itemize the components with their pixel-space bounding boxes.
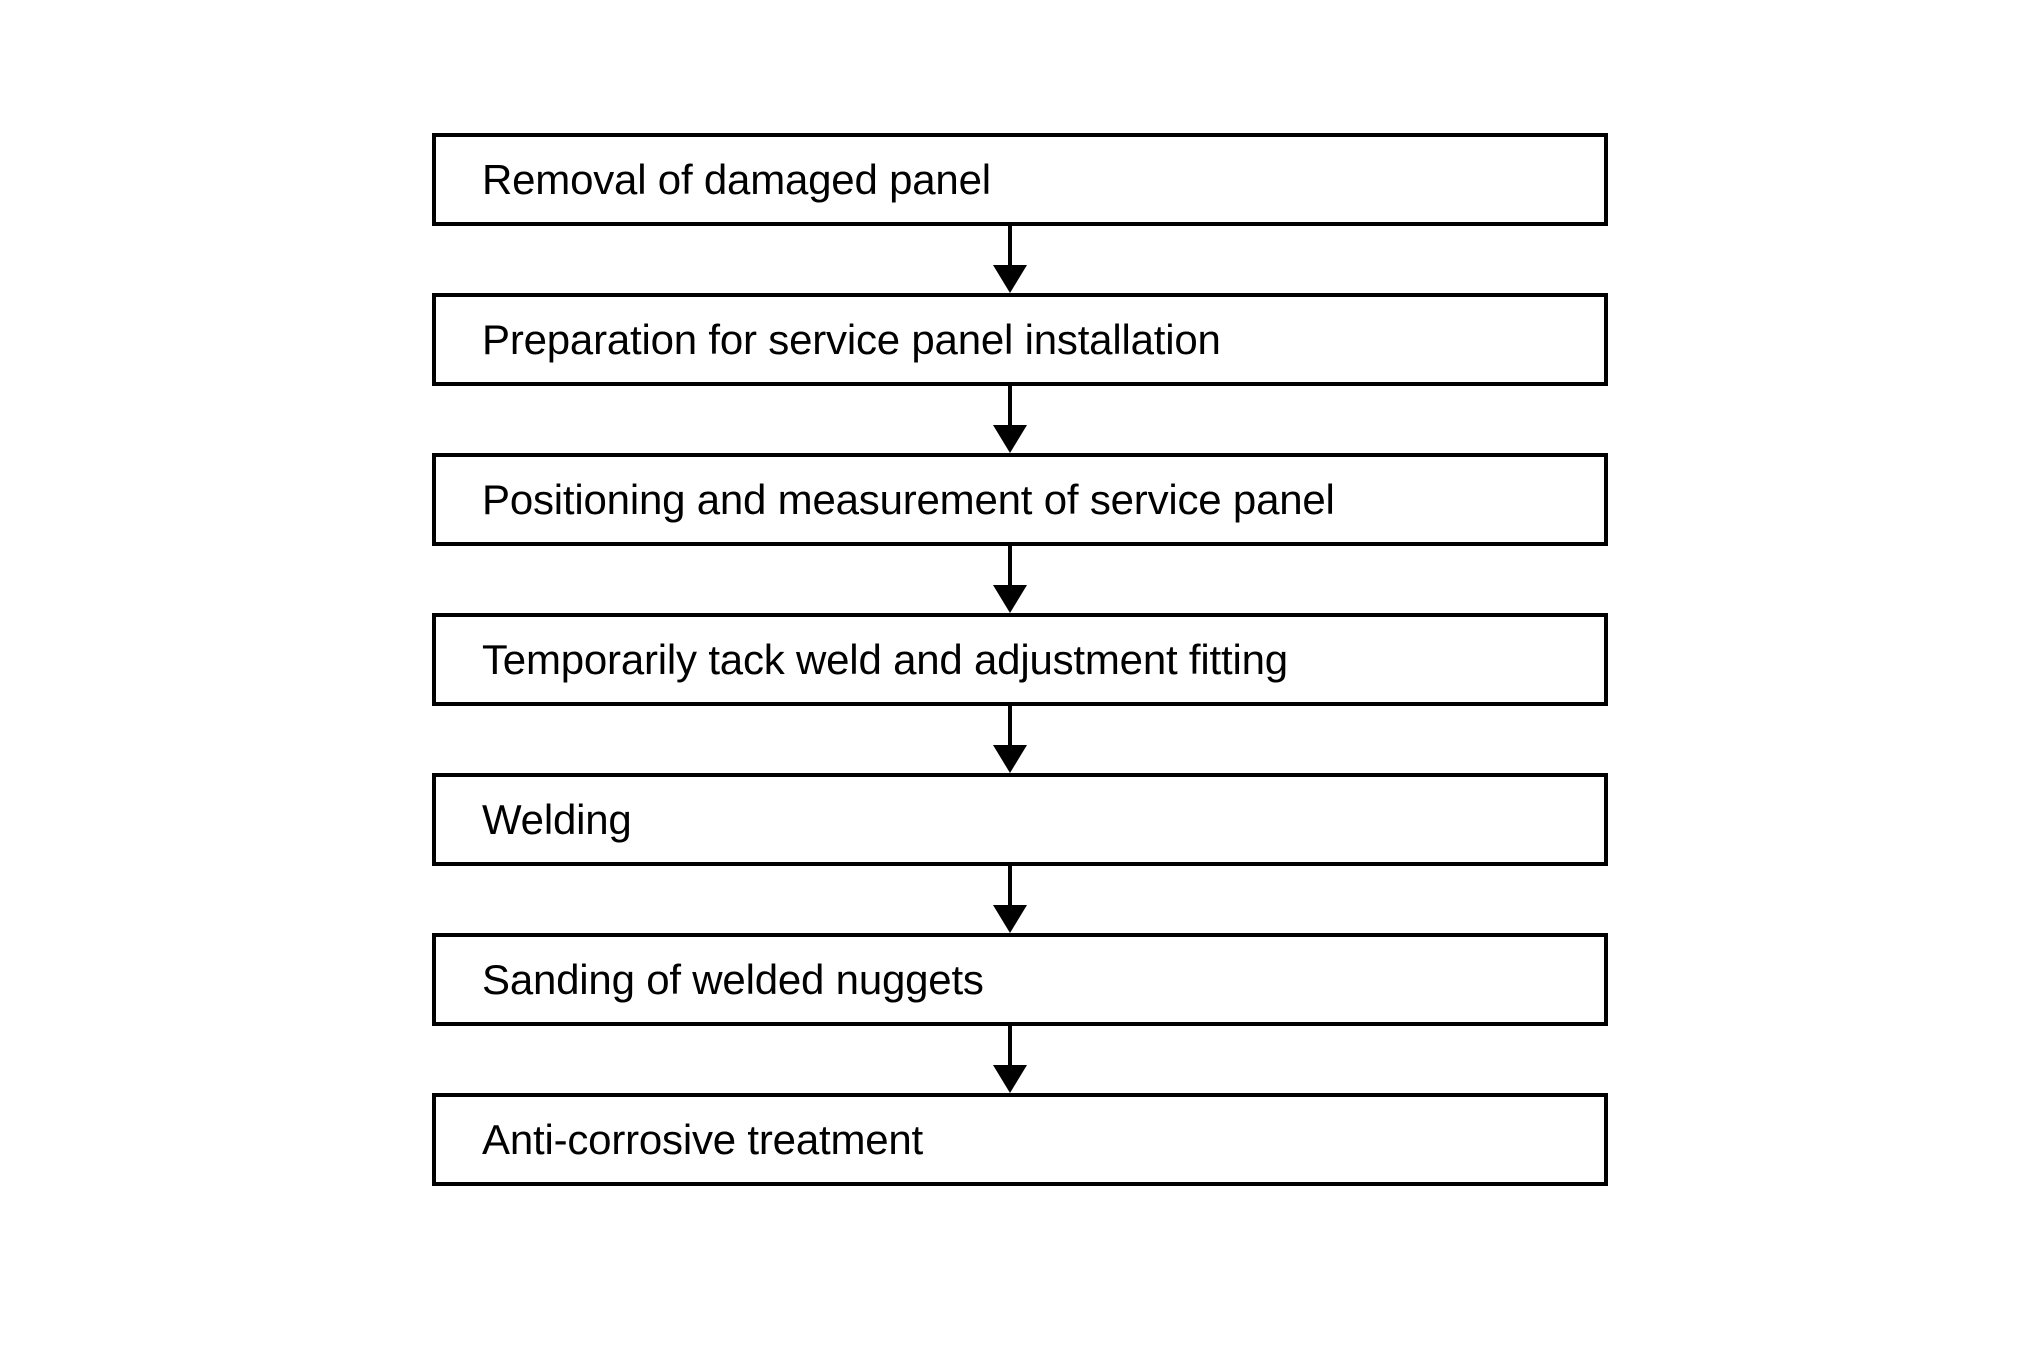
flow-connector-1-2 [432,226,1608,293]
down-arrow-icon [993,425,1027,453]
connector-line [1008,546,1012,587]
down-arrow-icon [993,265,1027,293]
flow-node-label: Preparation for service panel installati… [482,315,1221,363]
flow-node-label: Positioning and measurement of service p… [482,475,1335,523]
down-arrow-icon [993,1065,1027,1093]
flow-connector-2-3 [432,386,1608,453]
down-arrow-icon [993,745,1027,773]
connector-line [1008,226,1012,267]
connector-line [1008,866,1012,907]
flow-connector-3-4 [432,546,1608,613]
flow-node-label: Removal of damaged panel [482,155,991,203]
flowchart: Removal of damaged panel Preparation for… [432,133,1608,1186]
connector-line [1008,386,1012,427]
flow-node-label: Welding [482,795,632,843]
connector-line [1008,1026,1012,1067]
flow-node-step-1[interactable]: Removal of damaged panel [432,133,1608,226]
flow-node-label: Temporarily tack weld and adjustment fit… [482,635,1288,683]
down-arrow-icon [993,905,1027,933]
flow-connector-5-6 [432,866,1608,933]
flow-node-step-4[interactable]: Temporarily tack weld and adjustment fit… [432,613,1608,706]
flow-connector-4-5 [432,706,1608,773]
flow-node-step-3[interactable]: Positioning and measurement of service p… [432,453,1608,546]
flow-node-label: Anti-corrosive treatment [482,1115,924,1163]
flow-node-step-5[interactable]: Welding [432,773,1608,866]
flow-node-step-7[interactable]: Anti-corrosive treatment [432,1093,1608,1186]
flow-node-step-2[interactable]: Preparation for service panel installati… [432,293,1608,386]
connector-line [1008,706,1012,747]
flow-connector-6-7 [432,1026,1608,1093]
flow-node-label: Sanding of welded nuggets [482,955,984,1003]
down-arrow-icon [993,585,1027,613]
flow-node-step-6[interactable]: Sanding of welded nuggets [432,933,1608,1026]
